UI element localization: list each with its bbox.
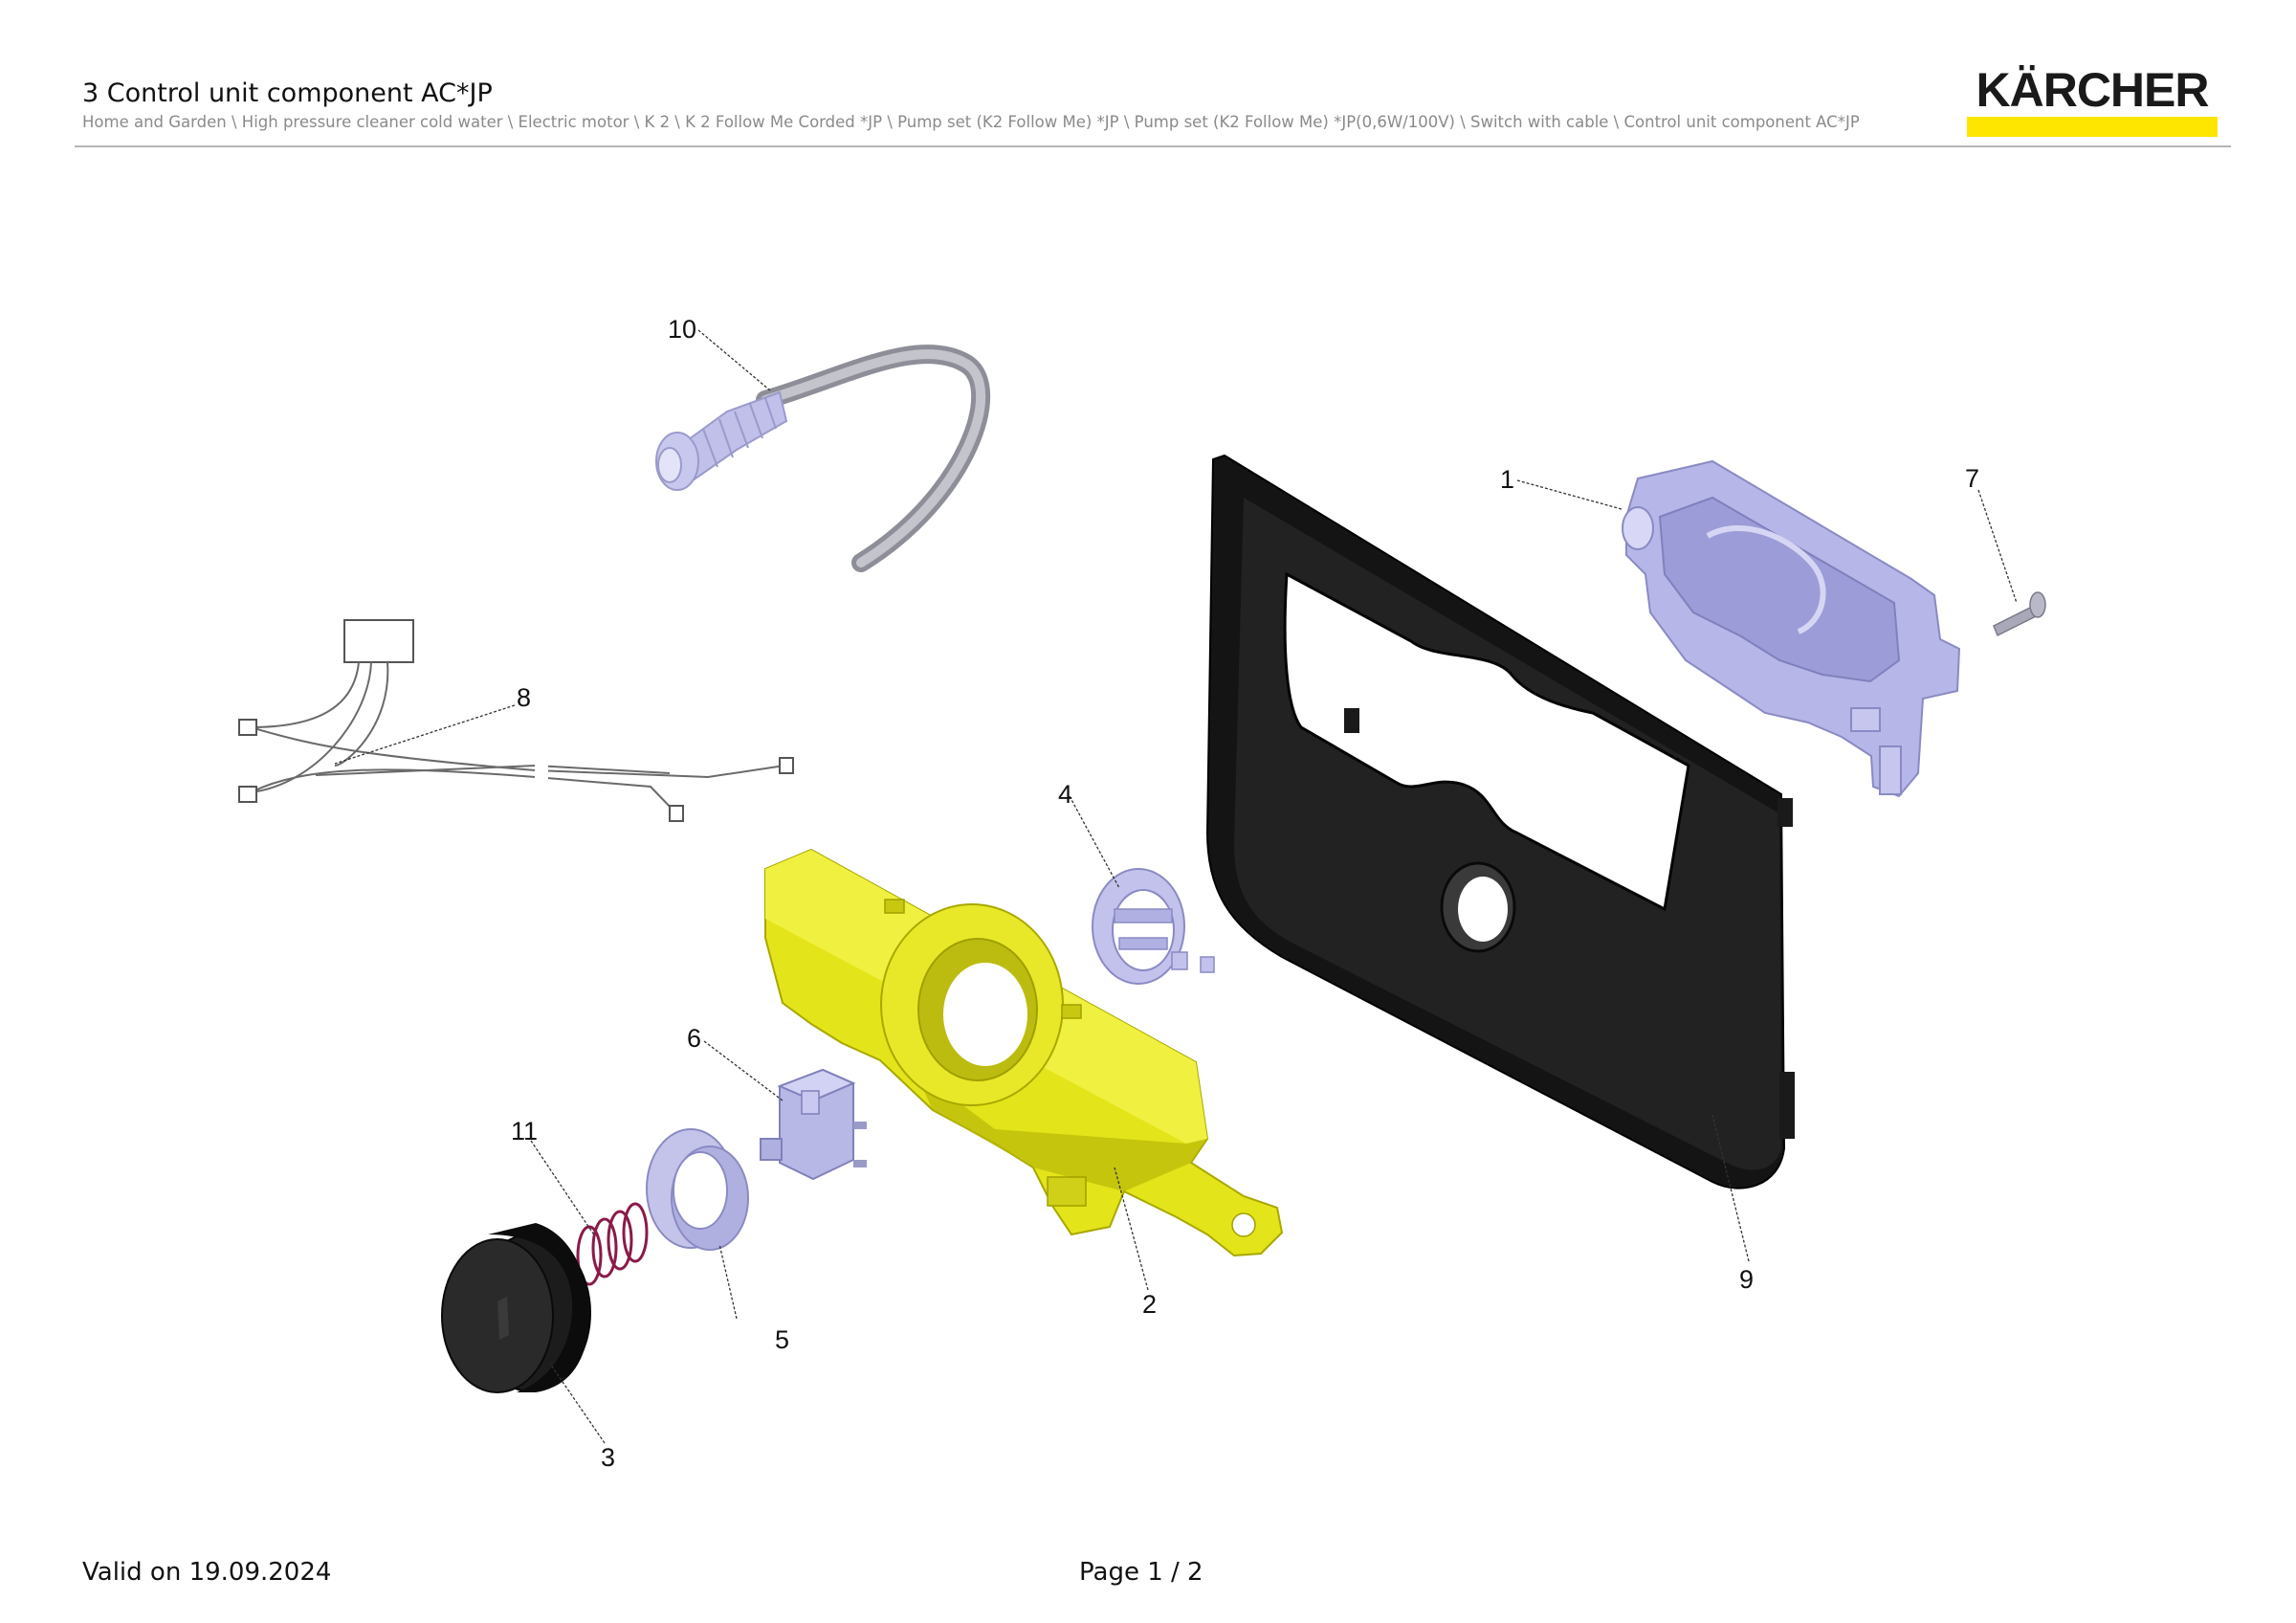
- callout-2: 2: [1142, 1290, 1157, 1319]
- part-7-screw: [1993, 591, 2046, 637]
- valid-date: Valid on 19.09.2024: [82, 1558, 332, 1587]
- karcher-logo: KÄRCHER: [1967, 63, 2218, 138]
- callout-7: 7: [1965, 464, 1979, 493]
- leader-lines: [334, 329, 2018, 1444]
- callout-labels: 10 1 7 8 4 6 11 5 2 9 3: [511, 315, 1979, 1472]
- part-10-hose: [655, 345, 991, 572]
- page-number: Page 1 / 2: [1079, 1558, 1203, 1587]
- part-9-front-panel: [1205, 454, 1795, 1189]
- part-1-housing: [1622, 459, 1961, 798]
- part-6-switch: [760, 1068, 867, 1181]
- part-5-bushing: [646, 1128, 749, 1251]
- part-8-wiring-harness: [238, 619, 794, 822]
- part-3-knob: [441, 1223, 591, 1393]
- page-header: 3 Control unit component AC*JP Home and …: [80, 75, 2233, 147]
- callout-4: 4: [1058, 780, 1072, 809]
- callout-5: 5: [775, 1325, 789, 1354]
- callout-11: 11: [511, 1117, 538, 1145]
- callout-9: 9: [1739, 1265, 1754, 1294]
- page-title: 3 Control unit component AC*JP: [82, 78, 493, 108]
- part-11-spring: [576, 1202, 649, 1286]
- callout-6: 6: [687, 1024, 701, 1053]
- callout-1: 1: [1500, 465, 1514, 494]
- callout-3: 3: [601, 1443, 615, 1472]
- logo-text: KÄRCHER: [1976, 63, 2210, 117]
- logo-yellow-bar: [1967, 117, 2218, 137]
- callout-8: 8: [517, 683, 531, 712]
- part-2-carrier: [764, 848, 1284, 1257]
- header-divider: [75, 145, 2231, 147]
- part-4-ring-clip: [1092, 868, 1215, 985]
- breadcrumb: Home and Garden \ High pressure cleaner …: [82, 113, 1860, 131]
- callout-10: 10: [668, 315, 696, 344]
